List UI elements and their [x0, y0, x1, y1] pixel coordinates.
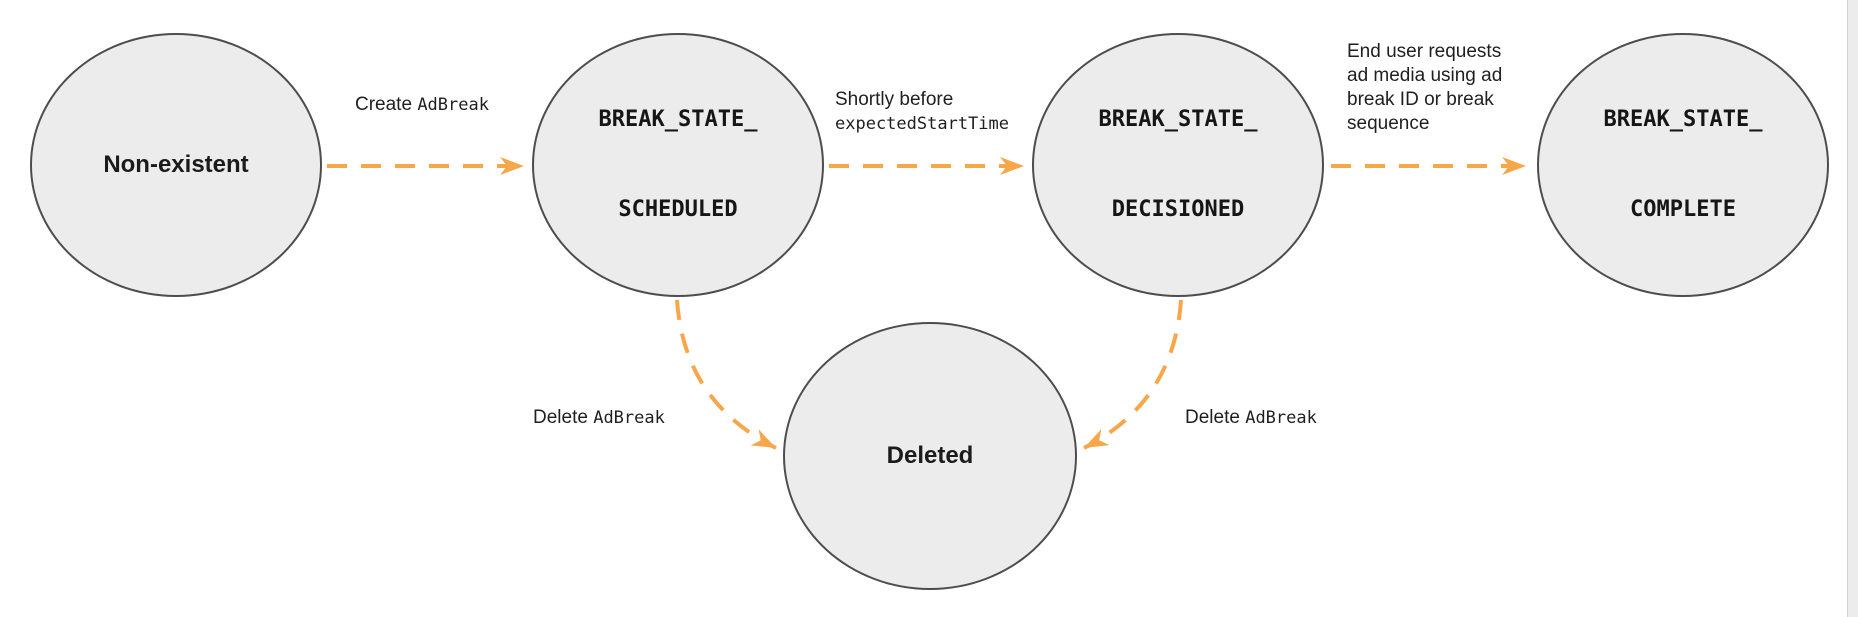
edge-delete-left-line	[675, 299, 777, 450]
state-label-non-existent: Non-existent	[103, 151, 249, 178]
state-node-break-state-decisioned: BREAK_STATE_ DECISIONED	[1032, 33, 1324, 297]
edge-label-delete-adbreak-right: Delete AdBreak	[1185, 407, 1317, 428]
state-node-break-state-scheduled: BREAK_STATE_ SCHEDULED	[532, 33, 824, 297]
edge-label-delete-adbreak-left: Delete AdBreak	[533, 407, 665, 428]
state-node-deleted: Deleted	[783, 322, 1077, 590]
state-label-break-state-complete: BREAK_STATE_ COMPLETE	[1603, 107, 1763, 222]
edge-label-shortly-before: Shortly before expectedStartTime	[835, 89, 1009, 134]
state-label-deleted: Deleted	[886, 442, 974, 469]
edge-label-end-user-requests: End user requests ad media using ad brea…	[1347, 41, 1503, 134]
edge-label-create-adbreak: Create AdBreak	[355, 94, 489, 115]
code-text-adbreak: AdBreak	[417, 95, 489, 115]
state-label-break-state-decisioned: BREAK_STATE_ DECISIONED	[1098, 107, 1258, 222]
vertical-scrollbar[interactable]	[1847, 0, 1858, 617]
code-text-expectedstarttime: expectedStartTime	[835, 114, 1009, 134]
code-text-adbreak: AdBreak	[1245, 408, 1317, 428]
state-label-break-state-scheduled: BREAK_STATE_ SCHEDULED	[598, 107, 758, 222]
edge-delete-right-line	[1083, 299, 1183, 450]
code-text-adbreak: AdBreak	[593, 408, 665, 428]
state-node-break-state-complete: BREAK_STATE_ COMPLETE	[1537, 33, 1829, 297]
state-node-non-existent: Non-existent	[30, 33, 322, 297]
